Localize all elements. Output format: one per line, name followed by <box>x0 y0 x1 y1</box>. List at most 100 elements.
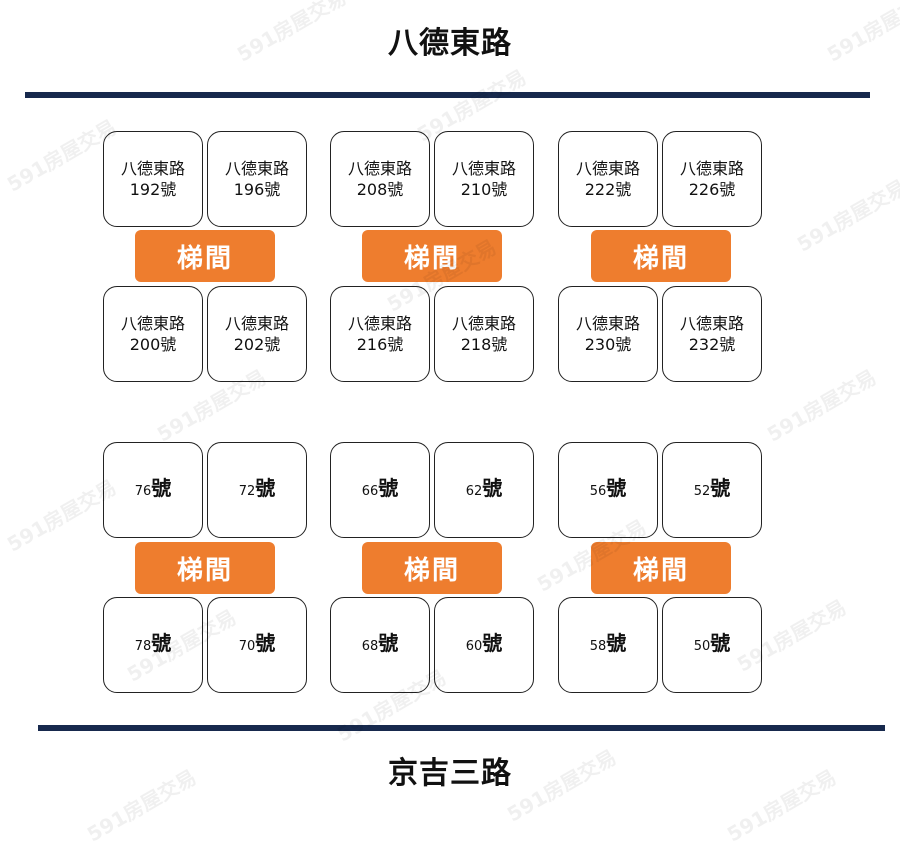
unit-number-suffix: 號 <box>151 631 172 655</box>
unit-number: 66號 <box>362 478 399 502</box>
unit-number: 210號 <box>461 179 508 200</box>
unit-cell: 56號 <box>558 442 658 538</box>
unit-number-digits: 76 <box>134 484 152 499</box>
unit-number-suffix: 號 <box>491 335 508 354</box>
unit-cell: 八德東路 222號 <box>558 131 658 227</box>
unit-number-digits: 52 <box>693 484 711 499</box>
unit-number-suffix: 號 <box>160 335 177 354</box>
unit-cell: 60號 <box>434 597 534 693</box>
unit-number-digits: 70 <box>238 639 256 654</box>
unit-number-digits: 66 <box>361 484 379 499</box>
unit-number-suffix: 號 <box>264 180 281 199</box>
unit-street: 八德東路 <box>451 314 516 333</box>
unit-cell: 66號 <box>330 442 430 538</box>
unit-street: 八德東路 <box>224 159 289 178</box>
unit-number-digits: 78 <box>134 639 152 654</box>
stairwell-label: 梯間 <box>362 542 502 594</box>
top-road-name: 八德東路 <box>388 26 512 61</box>
bottom-road-name: 京吉三路 <box>388 756 512 791</box>
unit-number: 62號 <box>466 478 503 502</box>
unit-number: 200號 <box>130 334 177 355</box>
stairwell-label: 梯間 <box>591 542 731 594</box>
unit-number: 208號 <box>357 179 404 200</box>
unit-number-suffix: 號 <box>378 631 399 655</box>
unit-street: 八德東路 <box>120 159 185 178</box>
unit-number-digits: 72 <box>238 484 256 499</box>
unit-number-digits: 232 <box>688 335 720 354</box>
stairwell-label: 梯間 <box>135 230 275 282</box>
unit-number-digits: 68 <box>361 639 379 654</box>
unit-cell: 58號 <box>558 597 658 693</box>
unit-number-suffix: 號 <box>378 476 399 500</box>
unit-street: 八德東路 <box>575 159 640 178</box>
unit-number-digits: 222 <box>584 180 616 199</box>
unit-street: 八德東路 <box>575 314 640 333</box>
unit-number: 52號 <box>694 478 731 502</box>
unit-cell: 八德東路 230號 <box>558 286 658 382</box>
unit-number: 232號 <box>689 334 736 355</box>
unit-number-suffix: 號 <box>387 335 404 354</box>
unit-number: 60號 <box>466 633 503 657</box>
stairwell-label: 梯間 <box>591 230 731 282</box>
unit-cell: 68號 <box>330 597 430 693</box>
unit-number: 78號 <box>135 633 172 657</box>
unit-number-digits: 210 <box>460 180 492 199</box>
stairwell-label: 梯間 <box>362 230 502 282</box>
unit-cell: 62號 <box>434 442 534 538</box>
unit-number-suffix: 號 <box>151 476 172 500</box>
unit-number-suffix: 號 <box>387 180 404 199</box>
unit-number-digits: 216 <box>356 335 388 354</box>
unit-number-suffix: 號 <box>719 180 736 199</box>
unit-number: 76號 <box>135 478 172 502</box>
unit-number-suffix: 號 <box>255 476 276 500</box>
unit-street: 八德東路 <box>224 314 289 333</box>
watermark: 591房屋交易 <box>762 364 881 447</box>
unit-cell: 八德東路 216號 <box>330 286 430 382</box>
unit-number: 68號 <box>362 633 399 657</box>
unit-number-suffix: 號 <box>606 476 627 500</box>
unit-number-suffix: 號 <box>491 180 508 199</box>
unit-cell: 72號 <box>207 442 307 538</box>
unit-number-digits: 50 <box>693 639 711 654</box>
unit-number: 72號 <box>239 478 276 502</box>
unit-cell: 八德東路 218號 <box>434 286 534 382</box>
unit-cell: 78號 <box>103 597 203 693</box>
unit-street: 八德東路 <box>120 314 185 333</box>
unit-number-suffix: 號 <box>482 476 503 500</box>
unit-number-digits: 202 <box>233 335 265 354</box>
unit-number-digits: 230 <box>584 335 616 354</box>
unit-street: 八德東路 <box>451 159 516 178</box>
unit-number-suffix: 號 <box>482 631 503 655</box>
unit-number-digits: 200 <box>129 335 161 354</box>
unit-cell: 52號 <box>662 442 762 538</box>
unit-number: 196號 <box>234 179 281 200</box>
stairwell-label: 梯間 <box>135 542 275 594</box>
unit-number: 202號 <box>234 334 281 355</box>
unit-number-digits: 226 <box>688 180 720 199</box>
unit-cell: 76號 <box>103 442 203 538</box>
unit-street: 八德東路 <box>347 159 412 178</box>
unit-number-suffix: 號 <box>606 631 627 655</box>
unit-number: 192號 <box>130 179 177 200</box>
unit-number: 58號 <box>590 633 627 657</box>
unit-number-suffix: 號 <box>615 180 632 199</box>
unit-number-suffix: 號 <box>615 335 632 354</box>
unit-cell: 70號 <box>207 597 307 693</box>
unit-number: 50號 <box>694 633 731 657</box>
unit-street: 八德東路 <box>347 314 412 333</box>
unit-number-digits: 192 <box>129 180 161 199</box>
unit-number: 56號 <box>590 478 627 502</box>
bottom-road-line <box>38 725 885 731</box>
unit-number-suffix: 號 <box>719 335 736 354</box>
unit-number-digits: 218 <box>460 335 492 354</box>
unit-number-suffix: 號 <box>255 631 276 655</box>
unit-number: 226號 <box>689 179 736 200</box>
unit-number-digits: 56 <box>589 484 607 499</box>
